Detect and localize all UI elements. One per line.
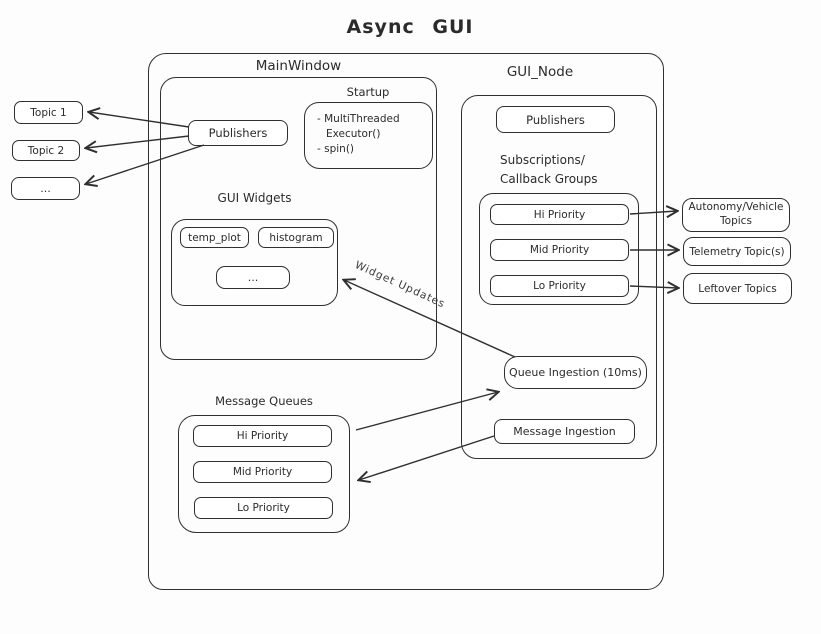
mainwindow-label: MainWindow	[255, 58, 342, 74]
startup-line-2: Executor()	[326, 128, 381, 141]
widget-histogram-node: histogram	[258, 227, 334, 248]
startup-line-3: - spin()	[317, 143, 355, 156]
subscriptions-label-line-2: Callback Groups	[500, 171, 598, 186]
startup-node: - MultiThreaded Executor() - spin()	[304, 102, 433, 169]
message-queue-lo-priority-node: Lo Priority	[194, 497, 333, 519]
subscriptions-label-line-1: Subscriptions/	[500, 153, 585, 167]
message-queue-hi-priority-node: Hi Priority	[193, 425, 332, 447]
topic-2-node: Topic 2	[12, 140, 80, 161]
leftover-topics-node: Leftover Topics	[683, 273, 792, 304]
message-ingestion-node: Message Ingestion	[494, 419, 635, 444]
callback-lo-priority-node: Lo Priority	[490, 275, 629, 297]
mainwindow-publishers-node: Publishers	[188, 120, 288, 146]
message-queues-label: Message Queues	[215, 394, 313, 408]
callback-hi-priority-node: Hi Priority	[490, 204, 629, 225]
startup-line-1: - MultiThreaded	[317, 113, 400, 125]
message-queue-mid-priority-node: Mid Priority	[193, 461, 332, 483]
subscriptions-callback-groups-label: Subscriptions/ Callback Groups	[500, 151, 660, 188]
gui-node-label: GUI_Node	[506, 64, 574, 80]
callback-mid-priority-node: Mid Priority	[490, 239, 629, 261]
mainwindow-frame	[148, 53, 664, 590]
widget-ellipsis-node: ...	[216, 266, 290, 289]
queue-ingestion-node: Queue Ingestion (10ms)	[504, 356, 647, 389]
callback-groups-frame	[479, 193, 639, 305]
startup-label: Startup	[346, 85, 390, 99]
topic-ellipsis-node: ...	[11, 177, 80, 200]
diagram-title: Async GUI	[346, 16, 474, 38]
widget-temp-plot-node: temp_plot	[180, 227, 249, 248]
message-queues-frame	[178, 415, 350, 533]
autonomy-vehicle-topics-node: Autonomy/Vehicle Topics	[682, 198, 790, 232]
mainwindow-inner-frame	[160, 77, 437, 360]
telemetry-topics-node: Telemetry Topic(s)	[683, 237, 791, 266]
gui-node-publishers-node: Publishers	[496, 106, 615, 133]
gui-widgets-label: GUI Widgets	[217, 191, 292, 205]
gui-node-frame	[461, 95, 657, 459]
gui-widgets-frame	[171, 219, 338, 306]
topic-1-node: Topic 1	[14, 101, 83, 124]
